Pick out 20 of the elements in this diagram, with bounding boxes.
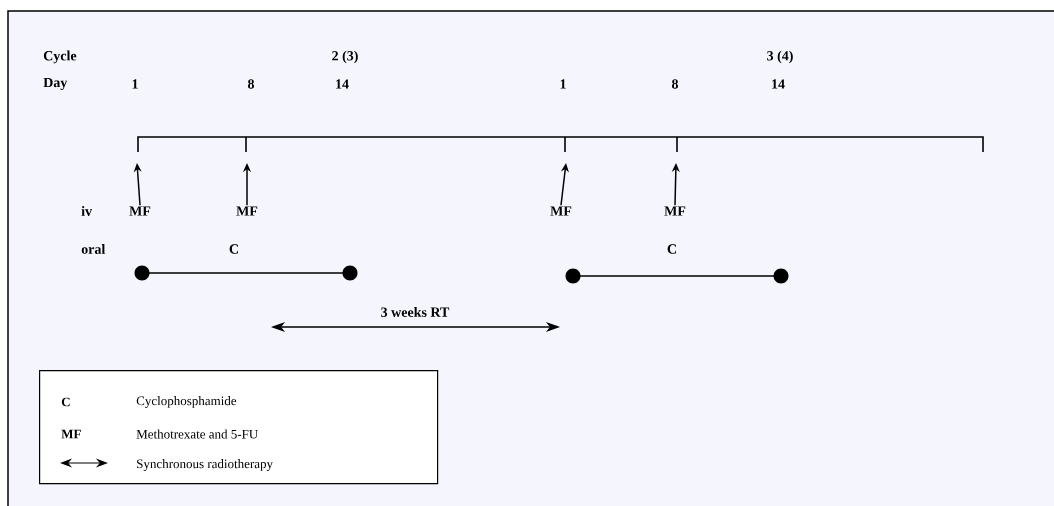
route-label: iv: [81, 206, 93, 216]
cycle-number: 2 (3): [332, 50, 358, 64]
day-number: 14: [772, 79, 785, 89]
cycle-number: 3 (4): [767, 50, 793, 64]
day-number: 8: [248, 79, 255, 89]
route-label: oral: [81, 244, 106, 254]
drug-label: C: [667, 244, 676, 254]
row-label: Cycle: [43, 50, 77, 64]
legend-box: C Cyclophosphamide MF Methotrexate and 5-FU Synchronous radiotherapy: [39, 370, 439, 485]
drug-label: MF: [664, 206, 686, 216]
drug-label: C: [229, 244, 238, 254]
drug-label: MF: [550, 206, 572, 216]
day-number: 8: [672, 79, 679, 89]
day-number: 1: [560, 79, 566, 89]
arrow-label: 3 weeks RT: [381, 307, 450, 317]
day-number: 1: [132, 79, 138, 89]
day-number: 14: [336, 79, 349, 89]
drug-label: MF: [129, 206, 151, 216]
drug-label: MF: [236, 206, 258, 216]
row-label: Day: [43, 77, 68, 91]
